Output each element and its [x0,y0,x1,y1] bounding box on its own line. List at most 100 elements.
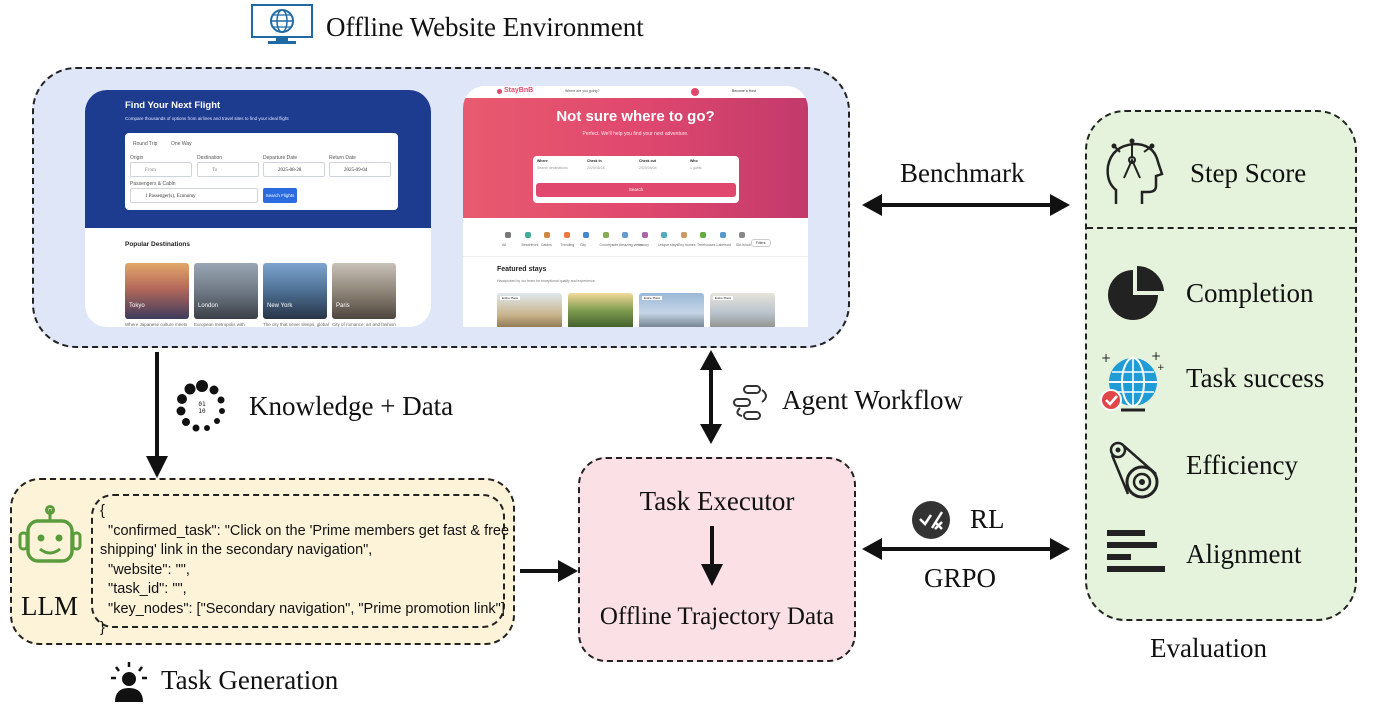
origin-input[interactable]: From [130,162,192,177]
hero-title: Not sure where to go? [556,108,715,125]
executor-down-arrow [701,526,723,586]
destination-city: New York [267,303,293,309]
svg-text:10: 10 [198,408,206,415]
robot-icon [18,505,82,563]
agent-workflow-label: Agent Workflow [782,385,964,415]
category-label[interactable]: Trending [560,243,575,247]
stay-card[interactable]: Entire Place [497,293,562,327]
benchmark-label: Benchmark [900,158,1025,188]
category-divider [463,256,808,257]
category-icon[interactable] [700,232,706,238]
svg-text:+: + [1151,349,1161,363]
category-label[interactable]: Luxury [638,243,650,247]
category-icon[interactable] [544,232,550,238]
filters-button[interactable]: Filters [751,239,771,247]
category-icon[interactable] [739,232,745,238]
category-label[interactable]: Ski-in/out [736,243,751,247]
category-label[interactable]: Unique stays [658,243,679,247]
search-flights-button[interactable]: Search Flights [263,188,297,203]
category-icon[interactable] [505,232,511,238]
knowledge-label: Knowledge + Data [249,391,454,421]
flight-site-screenshot: Find Your Next Flight Compare thousands … [85,90,431,327]
category-label[interactable]: Amazing views [619,243,643,247]
generation-to-executor-arrow [520,560,578,582]
hero-subtitle: Perfect. We'll help you find your next a… [582,131,689,137]
departure-date-input[interactable]: 2025-08-28 [263,162,325,177]
category-label[interactable]: Tiny homes [677,243,696,247]
category-label[interactable]: Beachfront [521,243,539,247]
grpo-label: GRPO [924,563,997,593]
gear-belt-icon [1109,441,1159,499]
return-date-input[interactable]: 2025-09-04 [329,162,391,177]
json-line: } [100,620,105,636]
task-generation-title: Task Generation [161,665,339,695]
category-icon[interactable] [680,232,687,238]
person-idea-icon [111,662,147,702]
json-line: { [100,503,105,519]
task-executor-box [578,457,856,662]
checkin-input[interactable]: 2025/08/28 [587,166,605,170]
step-score-label: Step Score [1190,158,1307,188]
category-icon[interactable] [563,232,570,238]
who-label: Who [690,159,698,163]
destination-card[interactable]: Tokyo [125,263,189,319]
json-line: "task_id": "", [100,581,187,597]
label-passengers: Passengers & Cabin [130,181,176,187]
stay-card[interactable]: Entire Place [639,293,704,327]
destination-input[interactable]: To [197,162,259,177]
stay-card[interactable]: Entire Place [710,293,775,327]
staybnb-nav-search[interactable]: Where are you going? [565,89,600,93]
data-dots-icon: 01 10 [176,380,225,432]
category-icon[interactable] [602,232,609,238]
category-icon[interactable] [641,232,648,238]
label-return: Return Date [329,155,356,161]
destination-card[interactable]: Paris [332,263,396,319]
destination-card[interactable]: London [194,263,258,319]
metric-completion: Completion [1186,278,1314,308]
become-host-link[interactable]: Become a Host [732,89,756,93]
checkout-input[interactable]: 2025/09/04 [639,166,657,170]
category-icon[interactable] [583,232,589,238]
task-executor-title: Task Executor [639,486,795,516]
task-json-box [91,494,505,628]
category-icon[interactable] [719,232,726,238]
metric-task-success: Task success [1186,363,1325,393]
rl-label: RL [970,504,1005,534]
llm-label: LLM [21,591,78,621]
json-line: "key_nodes": ["Secondary navigation", "P… [100,600,505,617]
workflow-icon [733,385,767,420]
stay-search-card: Where Check in Check out Who Search dest… [533,156,739,203]
monitor-globe-icon [251,4,313,44]
label-origin: Origin [130,155,144,161]
featured-title: Featured stays [497,266,547,273]
align-left-icon [1107,530,1165,572]
rl-icon [912,501,950,539]
destination-card[interactable]: New York [263,263,327,319]
featured-subtitle: Handpicked by our team for exceptional q… [497,279,595,283]
stay-card[interactable] [568,293,633,327]
rl-arrow [862,538,1070,560]
category-label[interactable]: Lakefront [716,243,732,247]
category-label[interactable]: All [502,243,506,247]
passengers-select[interactable]: 1 Passenger(s), Economy [130,188,258,203]
staybnb-logo-icon [497,89,502,94]
who-input[interactable]: 1 guest [690,166,702,170]
destination-caption: City of romance, art and fashion [332,322,396,327]
category-icon[interactable] [622,232,628,238]
evaluation-title: Evaluation [1150,633,1267,663]
staybnb-nav-search-button[interactable] [691,88,699,96]
category-label[interactable]: Cabins [541,243,552,247]
flight-heading: Find Your Next Flight [125,100,221,111]
category-icon[interactable] [524,232,531,238]
category-icon[interactable] [661,232,667,238]
trip-type-oneway[interactable]: One Way [171,141,192,147]
category-label[interactable]: City [580,243,587,247]
trip-type-round[interactable]: Round Trip [133,141,158,147]
checkin-label: Check in [587,159,602,163]
staybnb-brand[interactable]: StayBnB [504,87,534,94]
category-label[interactable]: Countryside [599,243,619,247]
stay-search-button[interactable]: Search [536,183,736,197]
where-input[interactable]: Search destinations [537,166,568,170]
category-label[interactable]: Treehouses [697,243,716,247]
destination-city: Tokyo [129,303,145,309]
